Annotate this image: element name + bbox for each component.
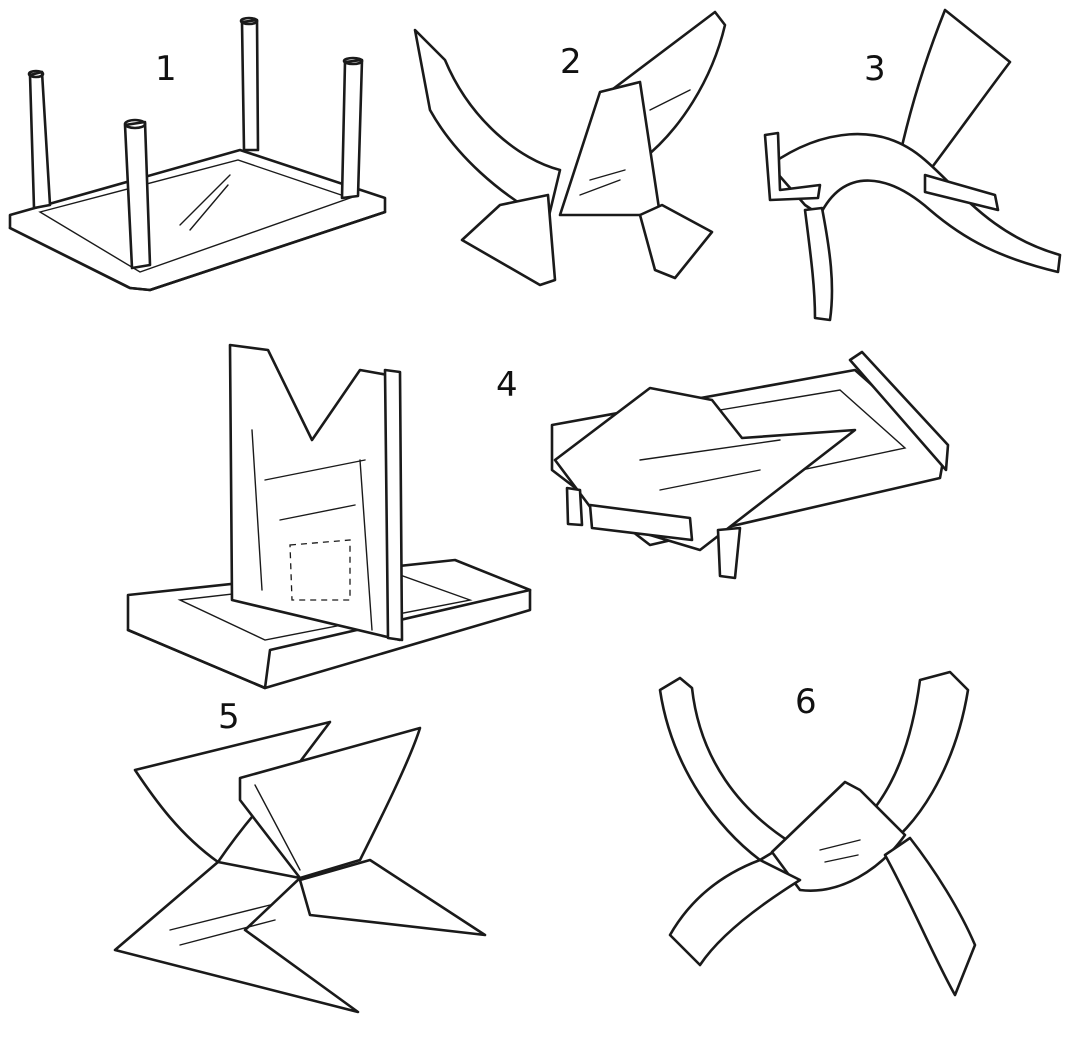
label-4: 4 (496, 365, 518, 405)
drawing-1-table (8, 16, 387, 292)
label-5: 5 (218, 697, 240, 737)
drawing-5-folded-stand (113, 720, 487, 1014)
label-3: 3 (864, 49, 886, 89)
drawing-4-upright-stand (126, 343, 532, 690)
label-1: 1 (155, 49, 177, 89)
drawing-4-flat-tray (550, 350, 950, 580)
label-2: 2 (560, 42, 582, 82)
drawing-6-x-stand (658, 670, 977, 997)
label-6: 6 (795, 682, 817, 722)
drawing-3-curved-chair (763, 8, 1062, 322)
drawing-2-butterfly-chair (413, 10, 727, 287)
